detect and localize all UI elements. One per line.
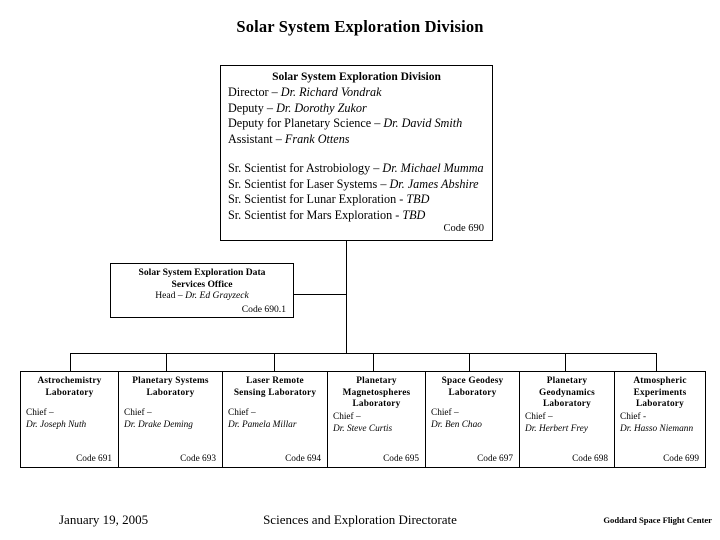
connector-drop-lab-3	[274, 353, 275, 372]
lab-planetary-magnetospheres-title-line2: Magnetospheres	[342, 387, 411, 398]
lab-planetary-systems-code: Code 693	[180, 454, 216, 464]
data-services-office-code: Code 690.1	[241, 304, 286, 315]
lab-laser-remote-sensing: Laser Remote Sensing Laboratory Chief – …	[223, 372, 328, 467]
division-role-deputy: Deputy – Dr. Dorothy Zukor	[228, 101, 485, 117]
footer-date: January 19, 2005	[59, 512, 149, 527]
connector-drop-lab-1	[70, 353, 71, 372]
lab-atmospheric-experiments-chief-name: Dr. Hasso Niemann	[620, 423, 694, 434]
lab-planetary-geodynamics-chief-label: Chief –	[525, 411, 553, 422]
lab-laser-remote-sensing-code: Code 694	[285, 454, 321, 464]
lab-atmospheric-experiments: Atmospheric Experiments Laboratory Chief…	[615, 372, 705, 467]
lab-planetary-systems-spacer	[124, 399, 217, 407]
connector-drop-lab-5	[469, 353, 470, 372]
division-role-deputy-planetary-science-name: Dr. David Smith	[383, 116, 463, 130]
data-services-office-head-name: Dr. Ed Grayzeck	[185, 290, 249, 301]
lab-astrochemistry-chief-label: Chief –	[26, 408, 54, 419]
division-role-deputy-planetary-science: Deputy for Planetary Science – Dr. David…	[228, 116, 485, 132]
lab-space-geodesy: Space Geodesy Laboratory Chief – Dr. Ben…	[426, 372, 520, 467]
division-scientist-mars-exploration-label: Sr. Scientist for Mars Exploration -	[228, 207, 403, 222]
lab-astrochemistry: Astrochemistry Laboratory Chief – Dr. Jo…	[21, 372, 119, 467]
lab-laser-remote-sensing-spacer	[228, 399, 322, 407]
division-role-deputy-name: Dr. Dorothy Zukor	[276, 100, 367, 115]
data-services-office-head-label: Head –	[155, 290, 186, 301]
lab-astrochemistry-title-line1: Astrochemistry	[37, 376, 102, 386]
division-role-deputy-label: Deputy –	[228, 100, 277, 115]
division-node: Solar System Exploration Division Direct…	[220, 65, 493, 241]
lab-space-geodesy-title-line2: Laboratory	[448, 387, 497, 398]
division-scientist-laser-systems-label: Sr. Scientist for Laser Systems –	[228, 176, 390, 191]
lab-planetary-magnetospheres-title-line3: Laboratory	[352, 399, 401, 410]
division-scientist-astrobiology-label: Sr. Scientist for Astrobiology –	[228, 161, 383, 175]
division-role-director-name: Dr. Richard Vondrak	[280, 85, 382, 99]
lab-planetary-geodynamics-chief-name: Dr. Herbert Frey	[525, 423, 588, 434]
division-scientist-laser-systems: Sr. Scientist for Laser Systems – Dr. Ja…	[228, 177, 485, 193]
lab-planetary-magnetospheres-chief-name: Dr. Steve Curtis	[333, 423, 393, 434]
division-spacer	[228, 147, 485, 161]
division-scientist-lunar-exploration: Sr. Scientist for Lunar Exploration - TB…	[228, 192, 485, 208]
connector-drop-lab-4	[373, 353, 374, 372]
division-scientist-mars-exploration: Sr. Scientist for Mars Exploration - TBD	[228, 208, 485, 224]
division-scientist-lunar-exploration-label: Sr. Scientist for Lunar Exploration -	[228, 192, 407, 206]
lab-space-geodesy-code: Code 697	[477, 454, 513, 464]
data-services-office-node: Solar System Exploration Data Services O…	[110, 263, 294, 318]
data-services-office-title-line2: Services Office	[171, 278, 233, 290]
lab-space-geodesy-spacer	[431, 399, 514, 407]
lab-space-geodesy-title-line1: Space Geodesy	[441, 376, 504, 386]
division-role-assistant: Assistant – Frank Ottens	[228, 132, 485, 148]
lab-space-geodesy-chief-name: Dr. Ben Chao	[431, 420, 482, 431]
division-role-director: Director – Dr. Richard Vondrak	[228, 85, 485, 101]
division-role-assistant-name: Frank Ottens	[284, 131, 350, 146]
connector-lab-bus	[70, 353, 656, 354]
footer-directorate: Sciences and Exploration Directorate	[263, 512, 457, 527]
lab-planetary-systems: Planetary Systems Laboratory Chief – Dr.…	[119, 372, 223, 467]
lab-astrochemistry-code: Code 691	[76, 454, 112, 464]
lab-planetary-systems-title-line2: Laboratory	[146, 387, 195, 398]
connector-drop-lab-2	[166, 353, 167, 372]
connector-drop-lab-7	[656, 353, 657, 372]
division-scientist-astrobiology: Sr. Scientist for Astrobiology – Dr. Mic…	[228, 161, 485, 177]
lab-laser-remote-sensing-title-line2: Sensing Laboratory	[233, 387, 317, 398]
footer-organization: Goddard Space Flight Center	[603, 515, 712, 525]
lab-space-geodesy-chief-label: Chief –	[431, 408, 459, 419]
lab-laser-remote-sensing-chief-label: Chief –	[228, 408, 256, 419]
laboratory-row: Astrochemistry Laboratory Chief – Dr. Jo…	[20, 371, 706, 468]
lab-astrochemistry-chief-name: Dr. Joseph Nuth	[26, 420, 87, 431]
division-scientist-laser-systems-name: Dr. James Abshire	[389, 176, 479, 191]
lab-planetary-magnetospheres-code: Code 695	[383, 454, 419, 464]
division-scientist-astrobiology-name: Dr. Michael Mumma	[382, 161, 484, 175]
lab-laser-remote-sensing-chief-name: Dr. Pamela Millar	[228, 420, 297, 431]
page-title: Solar System Exploration Division	[236, 17, 484, 36]
connector-trunk-vertical	[346, 241, 347, 353]
connector-data-services-horizontal	[294, 294, 346, 295]
lab-atmospheric-experiments-title-line1: Atmospheric	[633, 376, 687, 386]
connector-drop-lab-6	[565, 353, 566, 372]
lab-planetary-geodynamics-code: Code 698	[572, 454, 608, 464]
lab-planetary-magnetospheres-chief-label: Chief –	[333, 411, 361, 422]
division-code: Code 690	[443, 223, 484, 234]
division-title: Solar System Exploration Division	[272, 71, 441, 83]
lab-atmospheric-experiments-title-line2: Experiments	[633, 387, 687, 398]
lab-planetary-magnetospheres: Planetary Magnetospheres Laboratory Chie…	[328, 372, 426, 467]
lab-astrochemistry-spacer	[26, 399, 113, 407]
lab-planetary-magnetospheres-title-line1: Planetary	[356, 376, 397, 386]
lab-atmospheric-experiments-code: Code 699	[663, 454, 699, 464]
data-services-office-head: Head – Dr. Ed Grayzeck	[117, 290, 287, 302]
division-scientist-lunar-exploration-name: TBD	[406, 192, 430, 206]
lab-planetary-geodynamics: Planetary Geodynamics Laboratory Chief –…	[520, 372, 615, 467]
lab-astrochemistry-title-line2: Laboratory	[45, 387, 94, 398]
division-role-director-label: Director –	[228, 85, 281, 99]
lab-planetary-systems-chief-name: Dr. Drake Deming	[124, 420, 193, 431]
lab-planetary-systems-title-line1: Planetary Systems	[132, 376, 209, 386]
data-services-office-title-line1: Solar System Exploration Data	[138, 267, 266, 278]
division-scientist-mars-exploration-name: TBD	[402, 207, 426, 222]
lab-atmospheric-experiments-chief-label: Chief -	[620, 411, 647, 422]
lab-planetary-geodynamics-title-line3: Laboratory	[543, 399, 591, 410]
division-role-assistant-label: Assistant –	[228, 131, 285, 146]
lab-atmospheric-experiments-title-line3: Laboratory	[636, 399, 684, 410]
lab-planetary-systems-chief-label: Chief –	[124, 408, 152, 419]
lab-planetary-geodynamics-title-line2: Geodynamics	[539, 387, 595, 398]
division-role-deputy-planetary-science-label: Deputy for Planetary Science –	[228, 116, 384, 130]
lab-planetary-geodynamics-title-line1: Planetary	[546, 376, 588, 386]
lab-laser-remote-sensing-title-line1: Laser Remote	[246, 376, 304, 386]
